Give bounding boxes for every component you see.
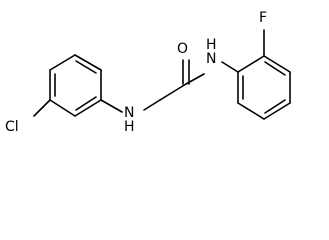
- bond: [263, 102, 291, 120]
- chlorophenyl-ring: [49, 54, 102, 117]
- amide-nh-label: H N: [206, 37, 217, 67]
- bond: [49, 54, 76, 71]
- double-bond-inner: [264, 99, 286, 114]
- fluorophenyl-ring: [237, 55, 291, 120]
- bond-ring-nh: [100, 99, 123, 113]
- bond-ring-cl: [33, 99, 51, 117]
- amide-nh-label-n: N: [206, 51, 216, 67]
- structure-diagram: Cl H N O H N: [5, 10, 291, 135]
- molecule-drawing: Cl H N O H N: [5, 10, 291, 135]
- amine-nh-label: H N: [124, 105, 135, 135]
- bond-nh-ring: [221, 61, 239, 73]
- bond: [74, 99, 102, 117]
- oxygen-atom-label: O: [177, 41, 188, 57]
- double-bond-inner: [264, 61, 286, 76]
- bond: [263, 55, 291, 73]
- double-bond-inner: [75, 96, 97, 111]
- bond: [237, 55, 265, 73]
- amide-nh-label-h: H: [206, 37, 217, 53]
- bond: [49, 99, 76, 117]
- bond-ch2-co: [159, 83, 187, 101]
- amine-nh-label-n: N: [124, 105, 134, 121]
- bond-co-nh: [185, 73, 205, 85]
- chlorine-atom-label: Cl: [5, 119, 19, 135]
- bond-nh-ch2: [143, 99, 161, 111]
- double-bond-inner: [75, 60, 97, 74]
- fluorine-atom-label: F: [259, 10, 267, 26]
- bond: [237, 102, 265, 120]
- amine-nh-label-h: H: [124, 119, 135, 135]
- bond: [74, 54, 102, 71]
